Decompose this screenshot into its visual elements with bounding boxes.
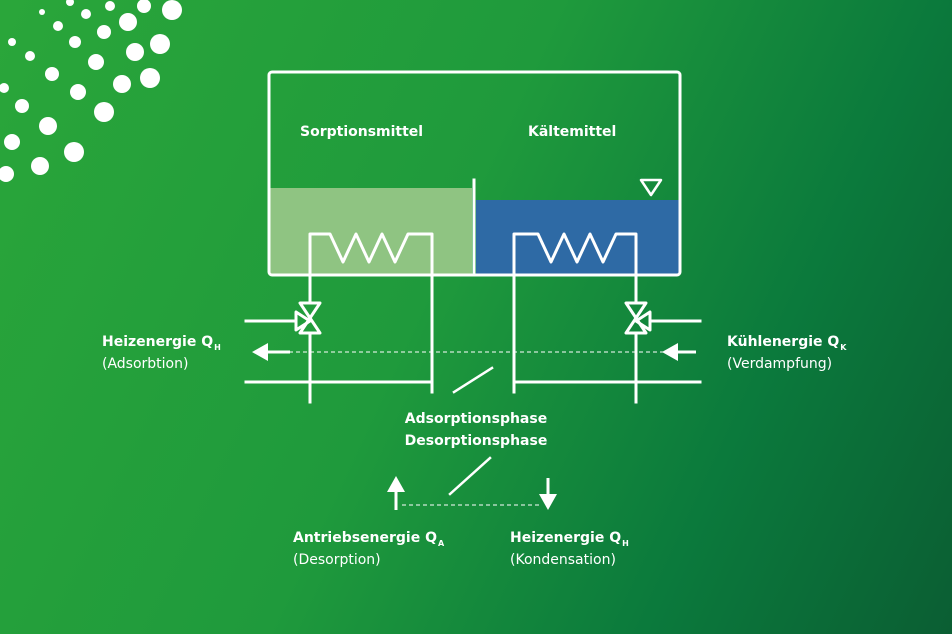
heating-energy-bottom-label: Heizenergie QH (Kondensation) <box>510 530 629 568</box>
valve-icon <box>624 301 652 335</box>
heat-exchanger-coil-icon <box>512 232 638 394</box>
phase-slash <box>448 456 492 496</box>
adsorption-phase-label: Adsorptionsphase <box>404 411 548 427</box>
heating-energy-left-label: Heizenergie QH (Adsorbtion) <box>102 334 221 372</box>
arrow-icon <box>539 478 557 510</box>
arrow-icon <box>252 343 290 361</box>
dot-pattern-icon <box>0 0 182 182</box>
phase-label: Adsorptionsphase Desorptionsphase <box>384 408 568 452</box>
arrow-icon <box>387 476 405 510</box>
drive-energy-label: Antriebsenergie QA (Desorption) <box>293 530 445 568</box>
refrigerant-label: Kältemittel <box>528 124 617 140</box>
desorption-phase-label: Desorptionsphase <box>404 433 548 449</box>
arrow-icon <box>662 343 696 361</box>
sorbent-label: Sorptionsmittel <box>300 124 424 140</box>
cooling-energy-label: Kühlenergie QK (Verdampfung) <box>727 334 847 372</box>
phase-slash <box>452 366 494 394</box>
heat-exchanger-coil-icon <box>308 232 434 394</box>
level-marker-icon <box>639 178 663 197</box>
valve-icon <box>294 301 322 335</box>
